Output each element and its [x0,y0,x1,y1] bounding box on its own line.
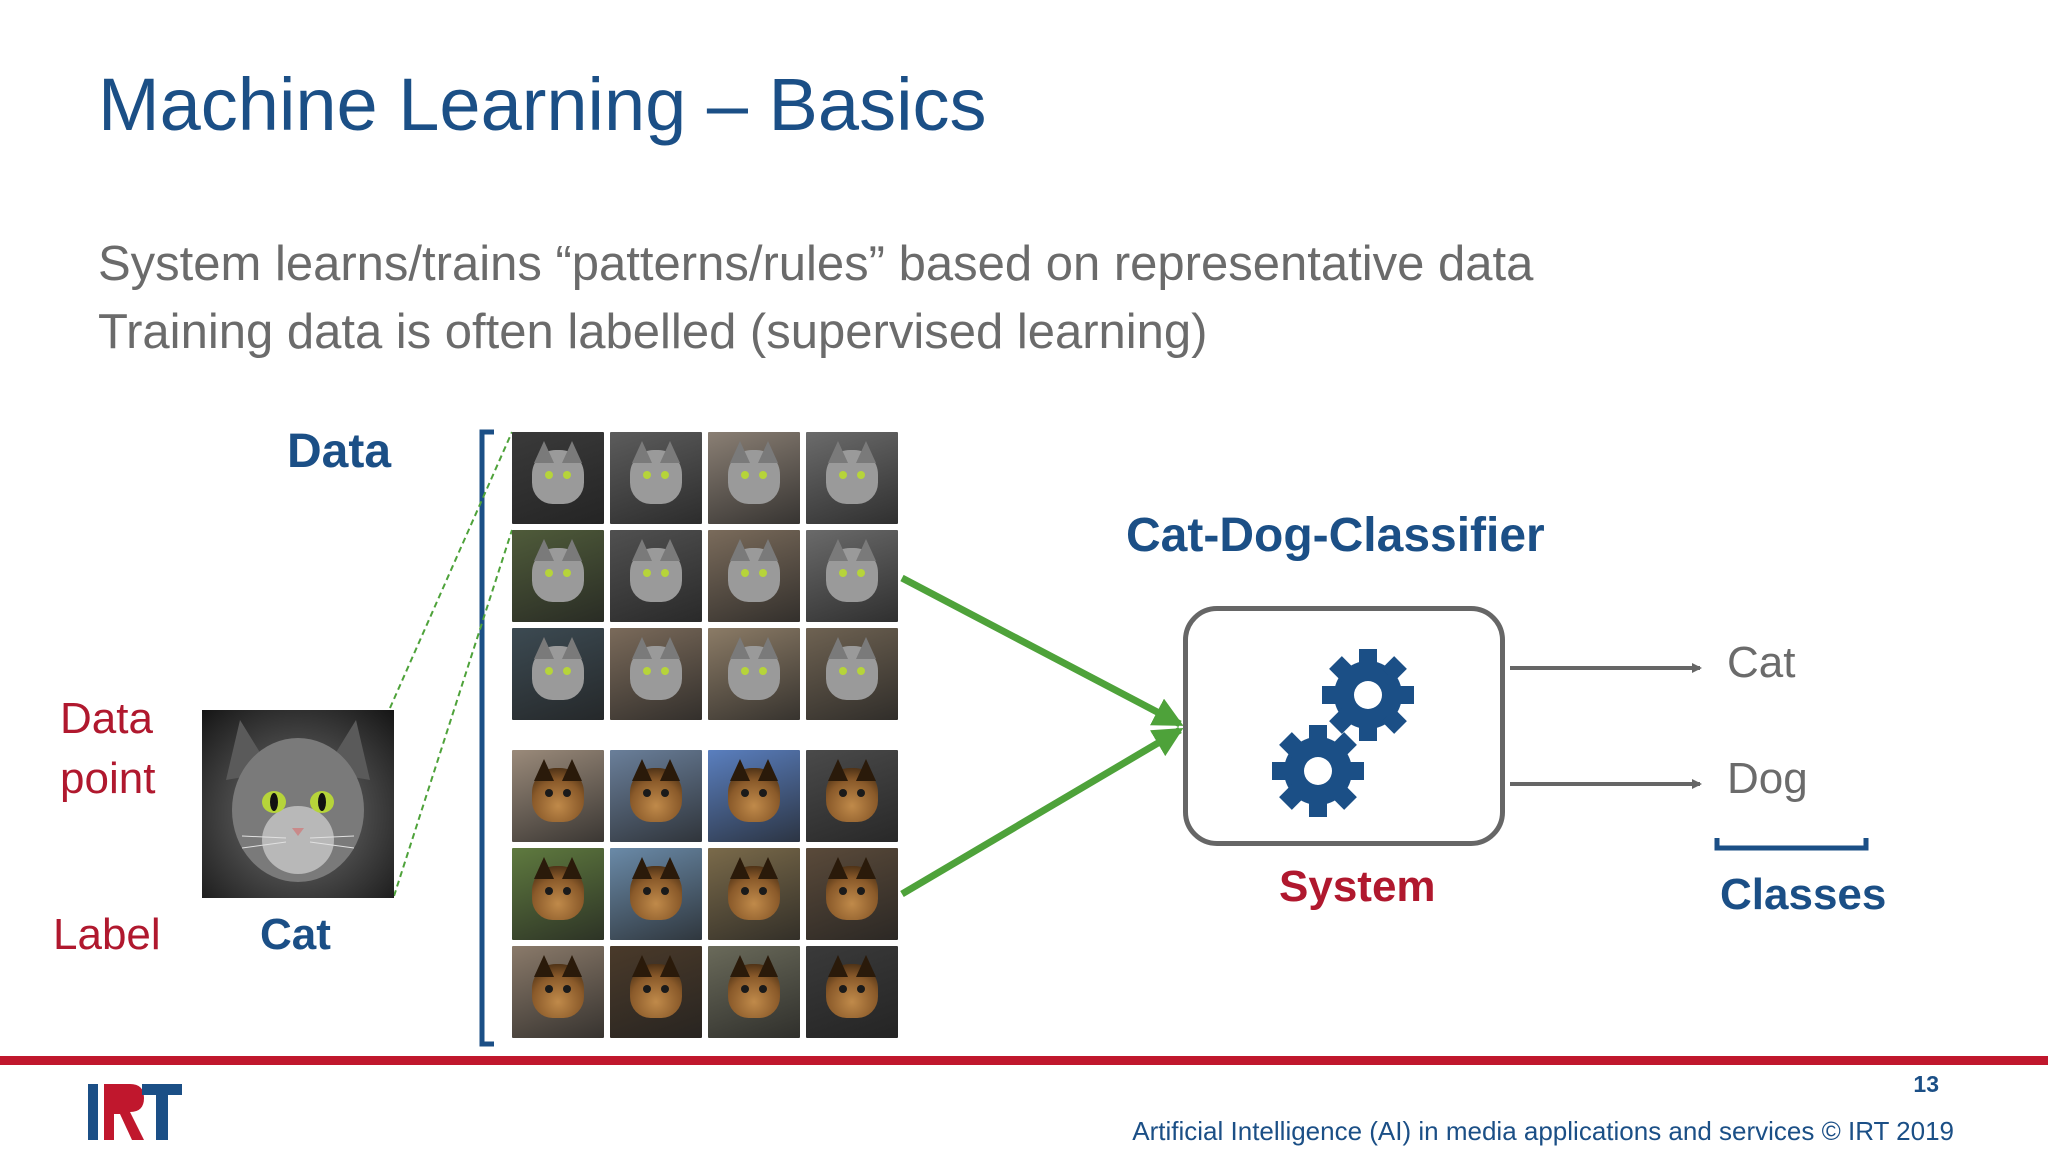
data-bracket [479,429,494,1047]
dog-image-2 [610,750,702,842]
label-caption: Label [53,910,161,959]
cat-image-11 [708,628,800,720]
dog-image-4 [806,750,898,842]
cat-image-4 [806,432,898,524]
irt-logo [86,1080,184,1144]
cats-to-system-arrow [900,574,1184,728]
data-point-caption-line1: Data [60,694,153,743]
cat-image-6 [610,530,702,622]
cat-image-3 [708,432,800,524]
cat-image-12 [806,628,898,720]
zoom-line-bottom [393,529,513,897]
slide-title: Machine Learning – Basics [98,63,987,146]
dogs-to-system-arrow [900,726,1184,898]
cat-image-1 [512,432,604,524]
gears-icon [1272,649,1414,817]
classes-caption: Classes [1720,870,1887,919]
dog-image-12 [806,946,898,1038]
dog-image-6 [610,848,702,940]
footer-text: Artificial Intelligence (AI) in media ap… [1132,1116,1954,1146]
bullet-1: System learns/trains “patterns/rules” ba… [98,237,1534,291]
cat-image-grid [512,432,898,720]
dog-image-8 [806,848,898,940]
cat-image-10 [610,628,702,720]
dog-image-1 [512,750,604,842]
bullet-2: Training data is often labelled (supervi… [98,305,1208,359]
dog-image-7 [708,848,800,940]
dog-image-11 [708,946,800,1038]
classes-bracket [1714,838,1869,851]
output-dog: Dog [1727,754,1808,803]
page-number: 13 [1913,1071,1939,1097]
cat-image-8 [806,530,898,622]
cat-image-7 [708,530,800,622]
dog-image-3 [708,750,800,842]
system-box [1183,606,1505,846]
data-heading: Data [287,425,392,478]
cat-image-5 [512,530,604,622]
zoom-line-top [389,431,513,709]
dog-image-grid [512,750,898,1038]
footer-divider [0,1056,2048,1065]
classifier-title: Cat-Dog-Classifier [1126,509,1545,562]
data-point-caption-line2: point [60,754,156,803]
dog-image-9 [512,946,604,1038]
dog-image-10 [610,946,702,1038]
label-value: Cat [260,910,331,959]
cat-image-9 [512,628,604,720]
system-caption: System [1279,862,1436,911]
data-point-cat-image [202,710,394,898]
output-cat: Cat [1727,638,1796,687]
dog-image-5 [512,848,604,940]
cat-image-2 [610,432,702,524]
